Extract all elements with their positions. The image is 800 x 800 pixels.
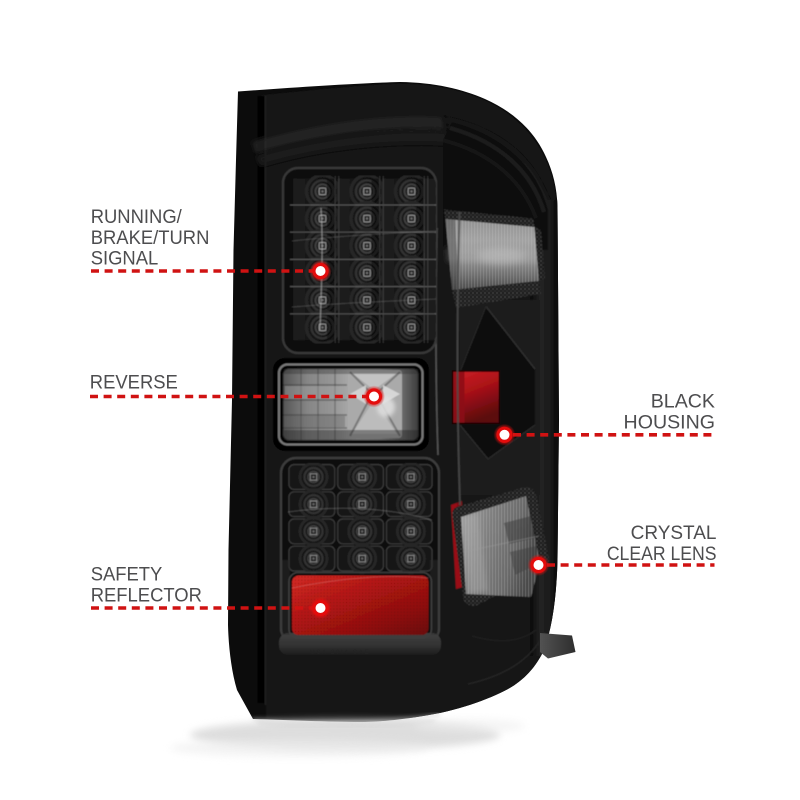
svg-text:REFLECTOR: REFLECTOR [91,585,202,607]
svg-text:BLACK: BLACK [651,391,715,413]
svg-text:BRAKE/TURN: BRAKE/TURN [91,228,210,250]
svg-text:REVERSE: REVERSE [90,372,178,394]
svg-text:SIGNAL: SIGNAL [91,248,159,270]
svg-text:CLEAR LENS: CLEAR LENS [607,542,717,564]
svg-text:SAFETY: SAFETY [91,564,163,586]
svg-text:CRYSTAL: CRYSTAL [631,523,717,544]
svg-text:RUNNING/: RUNNING/ [91,207,183,229]
svg-text:USA 20I4 SAE: USA 20I4 SAE [310,649,370,656]
svg-text:HOUSING: HOUSING [624,412,715,434]
